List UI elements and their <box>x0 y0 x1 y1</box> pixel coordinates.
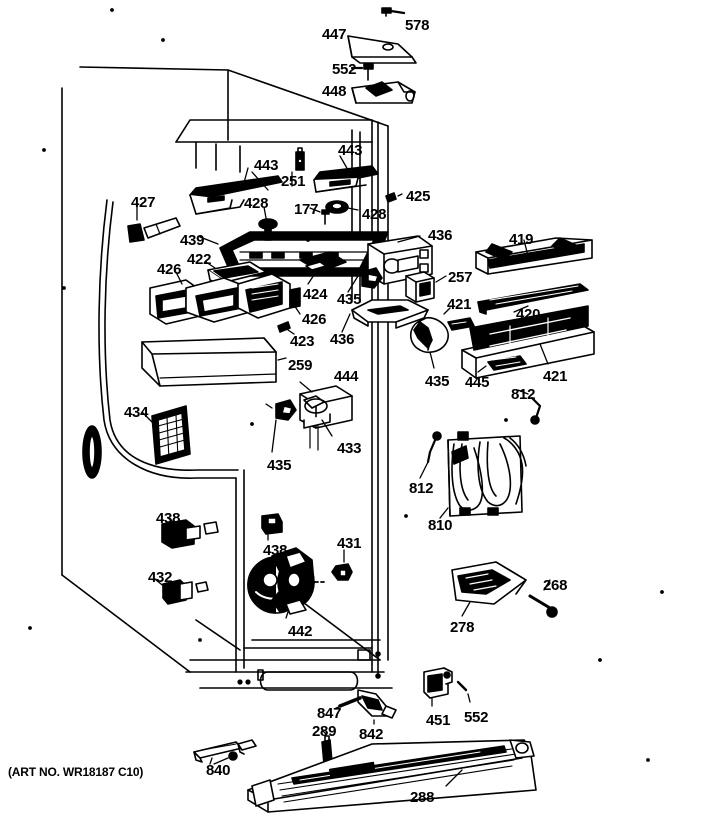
callout-436-lower[interactable]: 436 <box>330 331 355 348</box>
callout-435-bulb[interactable]: 435 <box>425 373 450 390</box>
callout-426-left[interactable]: 426 <box>157 261 182 278</box>
callout-278[interactable]: 278 <box>450 619 475 636</box>
callout-435-upper[interactable]: 435 <box>337 291 362 308</box>
callout-812-lower[interactable]: 812 <box>409 480 434 497</box>
callout-424[interactable]: 424 <box>303 286 328 303</box>
callout-432[interactable]: 432 <box>148 569 173 586</box>
callout-552-top[interactable]: 552 <box>332 61 357 78</box>
callout-426-right[interactable]: 426 <box>302 311 327 328</box>
callout-433[interactable]: 433 <box>337 440 362 457</box>
callout-435-socket[interactable]: 435 <box>267 457 292 474</box>
callout-439[interactable]: 439 <box>180 232 205 249</box>
callout-421-upper[interactable]: 421 <box>447 296 472 313</box>
callout-451[interactable]: 451 <box>426 712 451 729</box>
callout-812-upper[interactable]: 812 <box>511 386 536 403</box>
callout-448[interactable]: 448 <box>322 83 347 100</box>
callout-810[interactable]: 810 <box>428 517 453 534</box>
callout-443-right[interactable]: 443 <box>338 142 363 159</box>
callout-289[interactable]: 289 <box>312 723 337 740</box>
callout-428-right[interactable]: 428 <box>362 206 387 223</box>
callout-578[interactable]: 578 <box>405 17 430 34</box>
callout-431[interactable]: 431 <box>337 535 362 552</box>
callout-842[interactable]: 842 <box>359 726 384 743</box>
callout-420[interactable]: 420 <box>516 306 541 323</box>
callout-438-left[interactable]: 438 <box>156 510 181 527</box>
callout-425[interactable]: 425 <box>406 188 431 205</box>
callout-423[interactable]: 423 <box>290 333 315 350</box>
callout-288[interactable]: 288 <box>410 789 435 806</box>
callout-177[interactable]: 177 <box>294 201 319 218</box>
callout-847[interactable]: 847 <box>317 705 342 722</box>
callout-434[interactable]: 434 <box>124 404 149 421</box>
callout-251[interactable]: 251 <box>281 173 306 190</box>
callout-268[interactable]: 268 <box>543 577 568 594</box>
callout-445[interactable]: 445 <box>465 374 490 391</box>
callout-428-left[interactable]: 428 <box>244 195 269 212</box>
callout-257[interactable]: 257 <box>448 269 473 286</box>
callout-444[interactable]: 444 <box>334 368 359 385</box>
callout-447[interactable]: 447 <box>322 26 347 43</box>
callout-443-left[interactable]: 443 <box>254 157 279 174</box>
callout-438-mid[interactable]: 438 <box>263 542 288 559</box>
callout-840[interactable]: 840 <box>206 762 231 779</box>
callout-552-bottom[interactable]: 552 <box>464 709 489 726</box>
callout-419[interactable]: 419 <box>509 231 534 248</box>
callout-259[interactable]: 259 <box>288 357 313 374</box>
callout-422[interactable]: 422 <box>187 251 212 268</box>
callout-436-upper[interactable]: 436 <box>428 227 453 244</box>
callout-427[interactable]: 427 <box>131 194 156 211</box>
callout-421-lower[interactable]: 421 <box>543 368 568 385</box>
callout-442[interactable]: 442 <box>288 623 313 640</box>
